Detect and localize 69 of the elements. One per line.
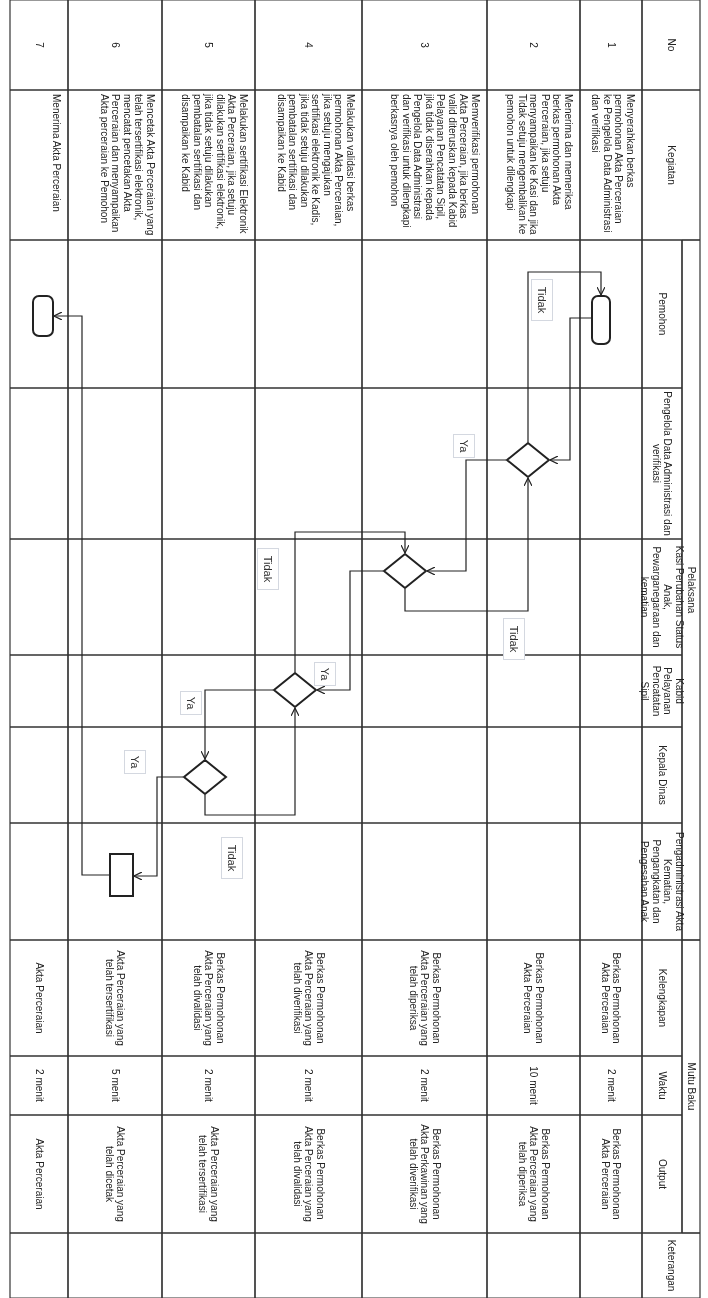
arrow — [53, 311, 110, 876]
output-text: Berkas Permohonan Akta Perkawinan yang telah diverifikasi — [407, 1123, 442, 1226]
document-text: Berkas Permohonan Akta Perceraian yang telah diperiksa — [407, 949, 442, 1048]
edge-label: Tidak — [257, 548, 279, 590]
decision-diamond — [506, 442, 550, 478]
output-text: Akta Perceraian yang telah dicetak — [103, 1125, 127, 1224]
edge-label: Ya — [124, 750, 146, 774]
duration-text: 10 menit — [527, 1066, 540, 1105]
arrow — [294, 531, 410, 673]
duration-text: 2 menit — [605, 1069, 617, 1102]
arrow — [426, 459, 507, 576]
step-number: 2 — [527, 42, 540, 48]
column-header: Pengelola Data Administrasi dan verifikasi — [650, 391, 674, 536]
output-text: Berkas Permohonan Akta Perceraian — [599, 1127, 623, 1222]
column-header: Mutu Baku — [685, 1062, 697, 1111]
decision-diamond — [183, 759, 227, 795]
duration-text: 2 menit — [302, 1069, 315, 1102]
step-number: 6 — [109, 42, 121, 48]
column-header: Pengadministrasi Akta Kematian, Pengangkatan dan Pengesahan Anak — [639, 831, 685, 933]
edge-label: Ya — [453, 434, 475, 458]
edge-label: Tidak — [503, 618, 525, 660]
decision-diamond — [273, 672, 317, 708]
column-header: Waktu — [656, 1071, 668, 1100]
document-text: Berkas Permohonan Akta Perceraian yang telah divalidasi — [191, 949, 226, 1048]
arrow — [316, 570, 384, 695]
column-header: Kepala Dinas — [656, 745, 668, 805]
step-number: 1 — [605, 42, 617, 48]
column-header: Output — [656, 1159, 668, 1189]
arrow — [549, 317, 592, 465]
document-text: Berkas Permohonan Akta Perceraian — [522, 951, 545, 1046]
terminator-symbol — [591, 295, 611, 345]
activity-text: Mencetak Akta Perceraian yang telah tersertifikasi elektronik, mencatat pencetakan Akta Perceraian dan menyampaikan Akta perceraian ke Pemohon — [98, 94, 156, 236]
edge-label: Ya — [180, 691, 202, 715]
arrow — [204, 707, 300, 816]
step-number: 7 — [33, 42, 45, 48]
process-box — [109, 853, 134, 897]
document-text: Akta Perceraian yang telah tersertifikasi — [103, 949, 127, 1048]
duration-text: 5 menit — [109, 1069, 121, 1102]
arrow — [527, 271, 606, 443]
terminator-symbol — [32, 295, 54, 337]
step-number: 4 — [302, 42, 315, 48]
output-text: Akta Perceraian yang telah tersertifikasi — [197, 1125, 220, 1224]
edge-label: Ya — [314, 662, 336, 686]
document-text: Berkas Permohonan Akta Perceraian — [599, 951, 623, 1046]
step-number: 5 — [202, 42, 215, 48]
column-header: Kelengkapan — [656, 968, 668, 1028]
column-header: Kabid Pelayanan Pencatatan Sipil — [639, 664, 685, 719]
document-text: Berkas Permohonan Akta Perceraian yang telah diverifikasi — [291, 949, 326, 1048]
column-header: Kegiatan — [665, 145, 677, 185]
column-header: Pemohon — [656, 292, 668, 336]
column-header: Keterangan — [665, 1239, 677, 1292]
activity-text: Menerima Akta Perceraian — [50, 94, 62, 212]
edge-label: Tidak — [221, 837, 243, 879]
column-header: No — [665, 38, 677, 52]
output-text: Berkas Permohonan Akta Perceraian yang telah diperiksa — [516, 1125, 551, 1224]
column-header: Pelaksana — [685, 566, 697, 614]
edge-label: Tidak — [531, 279, 553, 321]
output-text: Berkas Permohonan Akta Perceraian yang telah divalidasi — [291, 1125, 326, 1224]
output-text: Akta Perceraian — [33, 1138, 45, 1210]
document-text: Akta Perceraian — [33, 962, 45, 1034]
arrow — [133, 776, 184, 881]
decision-diamond — [383, 553, 427, 589]
arrow — [404, 477, 533, 612]
step-number: 3 — [418, 42, 431, 48]
duration-text: 2 menit — [418, 1069, 431, 1102]
duration-text: 2 menit — [33, 1069, 45, 1102]
duration-text: 2 menit — [202, 1069, 215, 1102]
column-header: Kasi Perubahan Status Anak, Pewarganegaraan dan kematian — [639, 544, 685, 651]
arrow — [200, 689, 274, 760]
